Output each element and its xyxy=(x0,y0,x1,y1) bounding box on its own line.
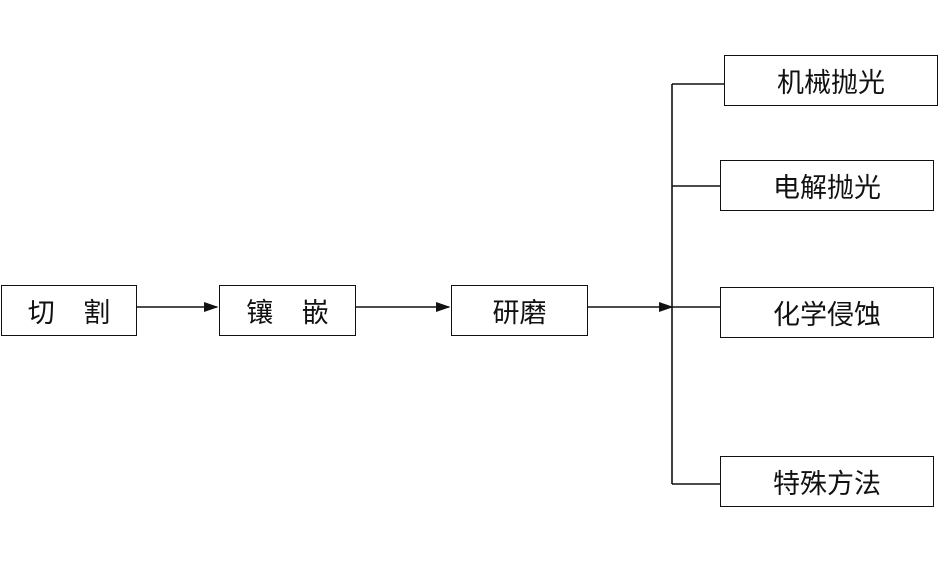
method-mechanical-label: 机械抛光 xyxy=(777,68,885,99)
method-mechanical-polishing: 机械抛光 xyxy=(724,55,938,106)
step-cut-label: 切 割 xyxy=(27,298,121,329)
step-mount: 镶 嵌 xyxy=(219,285,356,336)
method-special: 特殊方法 xyxy=(720,456,934,507)
step-grind-label: 研磨 xyxy=(492,298,547,329)
method-special-label: 特殊方法 xyxy=(773,469,881,500)
method-chemical-etching: 化学侵蚀 xyxy=(720,287,934,338)
step-grind: 研磨 xyxy=(451,285,588,336)
step-cut: 切 割 xyxy=(1,285,137,336)
method-electrolytic-polishing: 电解抛光 xyxy=(720,160,934,211)
method-chemical-label: 化学侵蚀 xyxy=(773,300,881,331)
step-mount-label: 镶 嵌 xyxy=(246,298,339,329)
method-electrolytic-label: 电解抛光 xyxy=(773,173,881,204)
